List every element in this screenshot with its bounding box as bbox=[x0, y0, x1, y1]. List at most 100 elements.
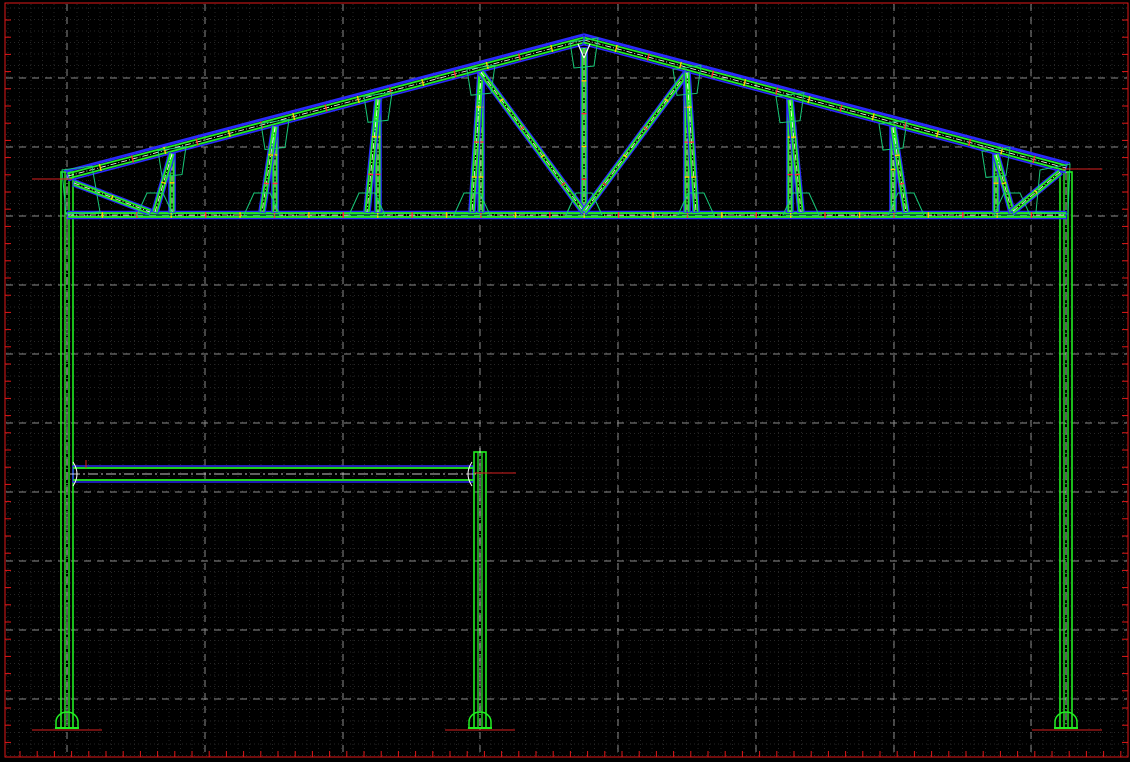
bolt-mark bbox=[517, 53, 522, 61]
bolt-mark bbox=[485, 61, 489, 70]
mezzanine-beam bbox=[70, 461, 478, 487]
top-chord-right-flange bbox=[584, 36, 1067, 167]
top-chord-right-flange bbox=[583, 41, 1066, 172]
bolt-mark bbox=[519, 126, 525, 131]
diagonal-web bbox=[683, 71, 700, 214]
bolt-mark bbox=[550, 44, 554, 53]
top-chord-left bbox=[65, 34, 587, 182]
bolt-mark bbox=[643, 126, 649, 131]
diagonal-web-centerline bbox=[261, 126, 276, 213]
diagonal-web-outline bbox=[580, 69, 691, 215]
columns[interactable] bbox=[60, 171, 1073, 729]
diagonal-web-centerline bbox=[366, 99, 379, 213]
bolt-mark bbox=[356, 95, 360, 104]
gusset-plate bbox=[466, 64, 496, 96]
apex-detail bbox=[577, 43, 591, 60]
roof-line bbox=[583, 33, 1071, 164]
base-plate bbox=[1054, 711, 1078, 729]
bolt-mark bbox=[903, 121, 907, 129]
end-diagonal-outline bbox=[71, 179, 153, 216]
bolt-mark bbox=[807, 96, 811, 104]
base-plates[interactable] bbox=[55, 711, 1078, 729]
end-diagonal-centerline bbox=[73, 182, 151, 213]
major-grid bbox=[6, 4, 1127, 756]
base-plate-shape bbox=[55, 711, 79, 729]
gusset-plate bbox=[677, 192, 715, 216]
gusset-plate bbox=[878, 119, 908, 151]
gusset-plate bbox=[981, 146, 1011, 178]
diagonal-web-centerline bbox=[892, 126, 907, 213]
gusset-plate bbox=[136, 192, 174, 216]
bolt-mark bbox=[614, 44, 618, 53]
end-diagonal bbox=[1008, 168, 1064, 216]
base-plate bbox=[55, 711, 79, 729]
bolt-mark bbox=[453, 70, 457, 78]
gusset-plate bbox=[348, 192, 386, 216]
gusset-plate bbox=[672, 64, 702, 96]
bolt-mark bbox=[871, 113, 875, 121]
bolt-mark bbox=[775, 87, 779, 95]
bolt-mark bbox=[227, 129, 231, 138]
top-chord-right-centerline bbox=[583, 39, 1067, 169]
right-column bbox=[1059, 171, 1073, 729]
diagonal-web-flange bbox=[481, 70, 587, 212]
gusset-plate bbox=[61, 165, 101, 215]
bolt-mark bbox=[664, 98, 669, 103]
beam-connection bbox=[467, 461, 473, 487]
beam-connection bbox=[72, 461, 78, 487]
bolt-mark bbox=[622, 154, 628, 159]
base-plate bbox=[468, 711, 492, 729]
bolt-mark bbox=[388, 87, 393, 95]
diagonal-web bbox=[151, 151, 176, 214]
diagonal-web-flange bbox=[584, 72, 690, 214]
border-ticks bbox=[5, 19, 1128, 757]
bolt-mark bbox=[561, 182, 566, 187]
diagonal-web bbox=[580, 69, 691, 215]
top-chord-right bbox=[581, 34, 1069, 174]
bolt-mark bbox=[499, 98, 504, 103]
diagonal-web-flange bbox=[893, 126, 909, 212]
gusset-plate bbox=[243, 192, 281, 216]
bolt-mark bbox=[110, 195, 114, 200]
gusset-plate bbox=[993, 192, 1031, 216]
diagonal-web bbox=[258, 125, 279, 214]
bolt-mark bbox=[195, 138, 199, 146]
gusset-plate bbox=[260, 118, 290, 150]
diagonal-web-flange bbox=[259, 126, 275, 212]
top-chord-right-outline bbox=[581, 34, 1069, 174]
mezzanine[interactable] bbox=[70, 448, 487, 730]
bolt-mark bbox=[1032, 155, 1036, 164]
gusset-plate bbox=[1035, 163, 1071, 215]
main-truss[interactable] bbox=[61, 33, 1071, 220]
gusset-plate bbox=[565, 192, 603, 216]
gusset-plate bbox=[453, 192, 491, 216]
diagonal-web-centerline bbox=[480, 71, 585, 213]
gusset-plate bbox=[157, 145, 187, 178]
diagonal-web-flange bbox=[262, 126, 278, 213]
minor-grid bbox=[6, 4, 1127, 756]
bolt-mark bbox=[263, 182, 269, 185]
bolt-mark bbox=[967, 138, 972, 147]
bolt-mark bbox=[324, 104, 328, 112]
bolt-mark bbox=[268, 153, 274, 157]
end-diagonal-centerline bbox=[1011, 171, 1061, 213]
diagonal-web-centerline bbox=[583, 72, 688, 213]
diagonal-web-centerline bbox=[995, 154, 1013, 213]
diagonal-web-outline bbox=[151, 151, 176, 214]
bolt-mark bbox=[161, 181, 166, 185]
top-chord-left-outline bbox=[65, 34, 587, 182]
bolt-mark bbox=[1001, 181, 1007, 185]
bolt-mark bbox=[899, 182, 905, 185]
steel-frame[interactable] bbox=[32, 33, 1102, 731]
bolt-mark bbox=[98, 163, 102, 172]
diagonal-web bbox=[889, 125, 910, 214]
bolt-mark bbox=[292, 112, 296, 121]
bolt-mark bbox=[935, 130, 940, 138]
king-post bbox=[580, 47, 588, 213]
base-plate-shape bbox=[468, 711, 492, 729]
dimension-lines bbox=[32, 168, 1102, 731]
end-diagonal bbox=[71, 179, 153, 216]
bolt-mark bbox=[894, 154, 900, 157]
